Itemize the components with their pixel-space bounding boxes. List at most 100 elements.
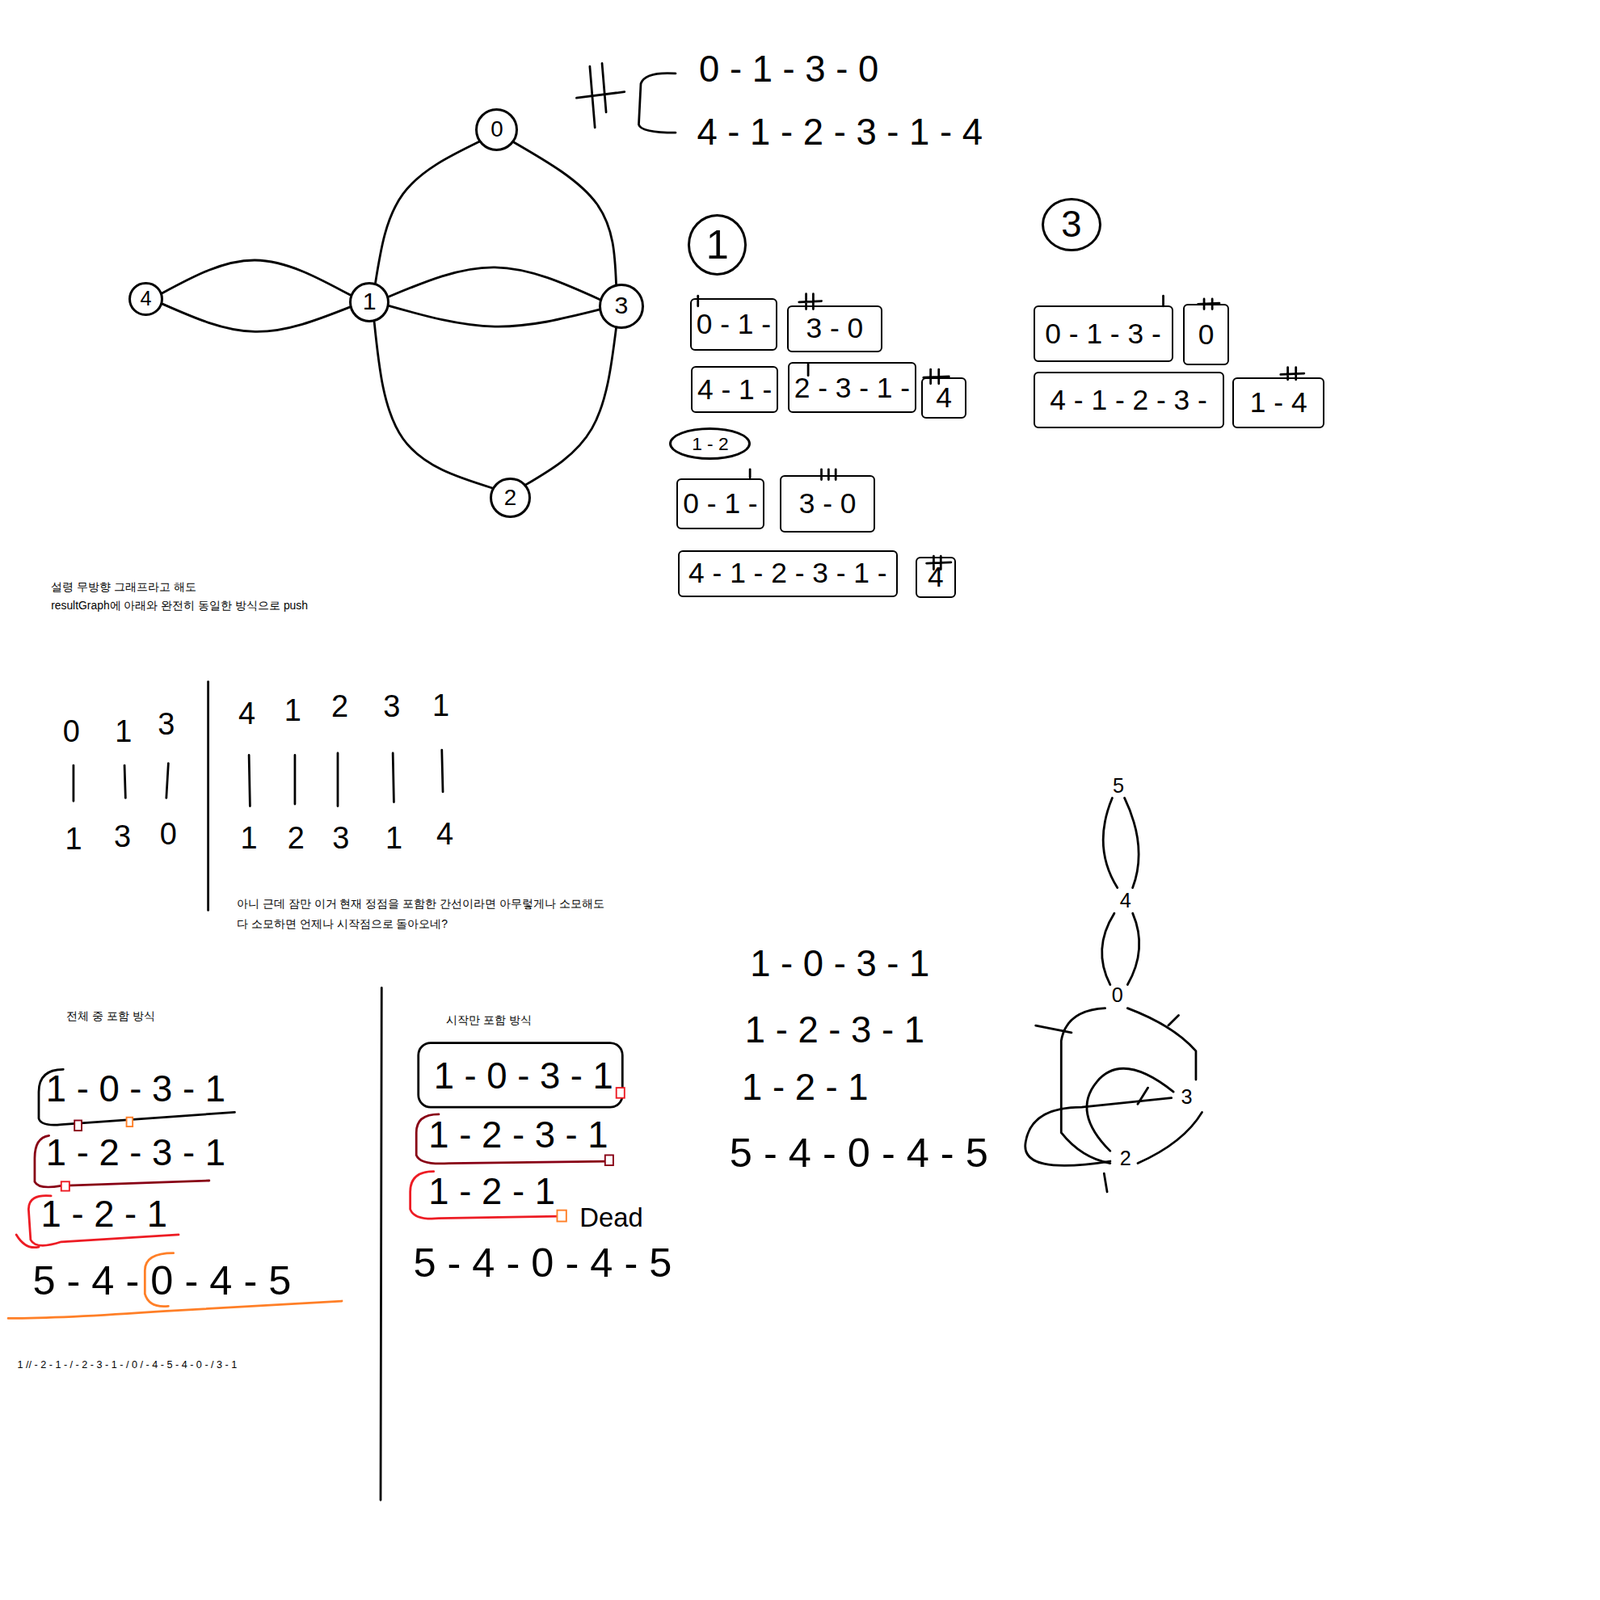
graph-edge [513,142,616,285]
edge-list-digit: 4 [436,816,454,853]
segment-box: 4 - 1 - [690,366,779,413]
segment-box: 0 - 1 - [676,478,766,530]
graph-edge [526,328,617,485]
tally-mark [799,294,822,310]
edge-list-digit: 1 [284,693,302,729]
edge-list-digit: 1 [114,714,132,750]
node-text: 2 [504,484,517,511]
edge-list-digit: 2 [287,821,305,857]
node-text: 0 [490,116,503,143]
note-text: 아니 근데 잠만 이거 현재 정점을 포함한 간선이라면 아무렇게나 소모해도 [236,897,605,911]
segment-box: 0 - 1 - [690,298,778,352]
edge-list-digit: 3 [332,821,350,857]
divider-line [206,682,210,911]
graph-edge [374,321,493,489]
vertex-circle: 1 [349,282,391,324]
edge-list-digit: 2 [331,689,349,725]
vertex-circle: 4 [128,282,164,317]
circled-heading: 1 - 2 [669,427,751,460]
note-text: 다 소모하면 언제나 시작점으로 돌아오네? [236,917,448,931]
vertex-circle: 3 [598,283,645,329]
marker-square [616,1087,625,1099]
circled-heading: 3 [1041,197,1101,252]
marker-square [74,1120,82,1132]
segment-box: 1 - 4 [1232,377,1325,429]
circuit-text: 1 - 0 - 3 - 1 [46,1068,226,1111]
vertex-circle: 2 [489,477,531,519]
dead-mark: Dead [579,1202,643,1234]
tally-mark [749,469,752,478]
node-text: 0 - 1 - [682,487,758,521]
marker-square [605,1154,614,1166]
circuit-text: 1 - 2 - 1 [41,1193,169,1236]
tally-mark [1035,1014,1179,1192]
node-text: 3 [614,291,629,320]
edge-list-digit: 3 [113,819,131,855]
edge-list-digit: 1 [240,821,258,857]
graph-edge [162,303,350,332]
node-text: 0 - 1 - 3 - [1044,317,1161,351]
circled-heading: 1 [687,214,747,276]
graph-edge [162,260,351,295]
node-text: 1 [706,221,729,269]
graph-curve [1025,1098,1172,1167]
segment-box: 0 - 1 - 3 - [1033,305,1174,362]
circuit-text: 0 - 1 - 3 - 0 [698,48,879,91]
node-text: 4 - 1 - 2 - 3 - 1 - [688,556,888,590]
graph-vertex-label: 4 [1120,888,1132,913]
sequence-note: 1 // - 2 - 1 - / - 2 - 3 - 1 - / 0 / - 4… [16,1359,237,1372]
hash-mark [576,92,624,99]
brace [638,73,675,134]
marker-square [61,1181,70,1191]
node-text: 4 [927,560,944,594]
graph-vertex-label: 3 [1181,1085,1193,1109]
edge-list-digit: 4 [238,696,256,733]
pair-stroke [248,749,443,806]
node-text: 4 [935,381,952,415]
graph-vertex-label: 5 [1112,774,1125,798]
segment-box: 2 - 3 - 1 - [787,362,917,413]
bracket [418,1043,624,1108]
edge-list-digit: 0 [63,714,80,750]
note-text: resultGraph에 아래와 완전히 동일한 방식으로 push [50,599,308,613]
pair-stroke [73,763,169,802]
edge-list-digit: 1 [385,821,403,857]
circuit-text: 1 - 2 - 1 [741,1066,869,1109]
node-text: 3 - 0 [799,487,857,521]
bracket [416,1114,608,1164]
circuit-text: 1 - 2 - 3 - 1 [745,1009,925,1052]
segment-box: 0 [1183,303,1230,366]
graph-curve [1086,1068,1174,1151]
node-text: 3 [1061,203,1082,246]
graph-edge [375,141,480,283]
graph-vertex-label: 0 [1111,983,1124,1007]
graph-curve [1137,1111,1203,1163]
graph-curve [1103,797,1139,888]
circuit-text: 1 - 2 - 1 [428,1170,556,1213]
divider-line [380,987,382,1500]
edge-list-digit: 3 [383,689,400,725]
marker-square [126,1117,134,1127]
segment-box: 4 [915,556,957,598]
node-text: 0 [1198,318,1215,352]
tally-mark [1162,295,1165,307]
circuit-text: 1 - 2 - 3 - 1 [428,1114,608,1157]
bracket [8,1301,342,1318]
node-text: 4 - 1 - 2 - 3 - [1049,383,1207,417]
bracket [38,1069,235,1125]
circuit-text: 1 - 0 - 3 - 1 [433,1055,614,1098]
node-text: 4 - 1 - [697,373,772,407]
segment-box: 3 - 0 [787,305,882,353]
circuit-text: 4 - 1 - 2 - 3 - 1 - 4 [696,111,983,154]
segment-box: 4 - 1 - 2 - 3 - [1033,371,1225,428]
hash-mark [602,63,607,113]
circuit-text: 5 - 4 - 0 - 4 - 5 [729,1129,989,1177]
edge-list-digit: 1 [432,688,450,725]
tally-mark [821,469,837,480]
circuit-text: 1 - 2 - 3 - 1 [46,1132,226,1175]
node-text: 1 - 4 [1250,386,1308,420]
graph-curve [1102,913,1140,985]
node-text: 1 [362,287,377,316]
